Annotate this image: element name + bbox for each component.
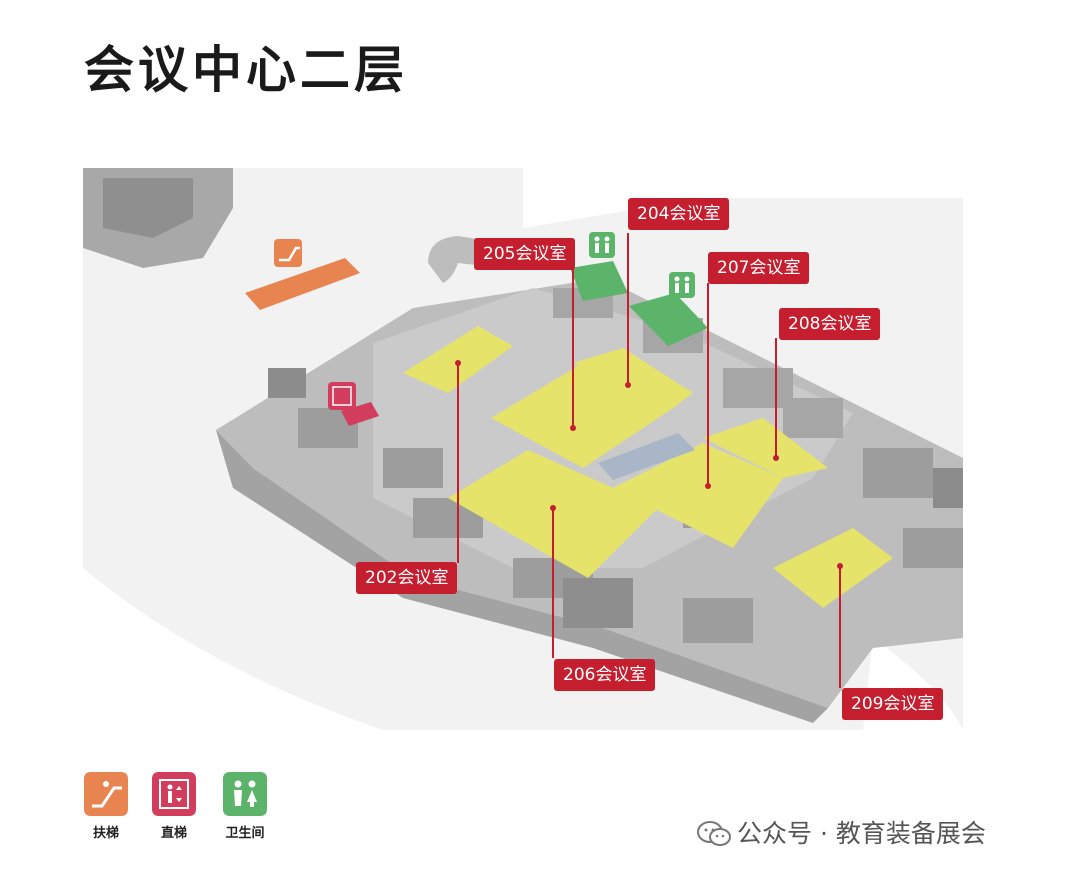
wechat-icon xyxy=(697,821,731,846)
watermark-text: 公众号 · 教育装备展会 xyxy=(737,819,986,848)
legend-elevator: 直梯 xyxy=(144,772,204,841)
legend-restroom: 卫生间 xyxy=(215,772,275,841)
room-label-206[interactable]: 206会议室 xyxy=(554,659,656,691)
restroom-icon xyxy=(669,272,695,298)
restroom-icon xyxy=(223,772,267,816)
legend-label: 扶梯 xyxy=(92,826,119,841)
page-title: 会议中心二层 xyxy=(84,41,408,99)
room-label-208[interactable]: 208会议室 xyxy=(779,308,881,340)
legend-label: 直梯 xyxy=(160,826,187,841)
watermark: 公众号 · 教育装备展会 xyxy=(697,814,986,850)
room-label-207[interactable]: 207会议室 xyxy=(708,252,810,284)
escalator-icon xyxy=(274,239,302,267)
legend-label: 卫生间 xyxy=(225,826,265,841)
floor-map xyxy=(83,168,963,730)
escalator-icon xyxy=(84,772,128,816)
room-label-209[interactable]: 209会议室 xyxy=(842,688,944,720)
room-label-205[interactable]: 205会议室 xyxy=(474,238,576,270)
elevator-icon xyxy=(328,382,356,410)
elevator-icon xyxy=(152,772,196,816)
restroom-icon xyxy=(589,232,615,258)
legend-escalator: 扶梯 xyxy=(76,772,136,841)
room-label-204[interactable]: 204会议室 xyxy=(628,198,730,230)
room-label-202[interactable]: 202会议室 xyxy=(356,562,458,594)
